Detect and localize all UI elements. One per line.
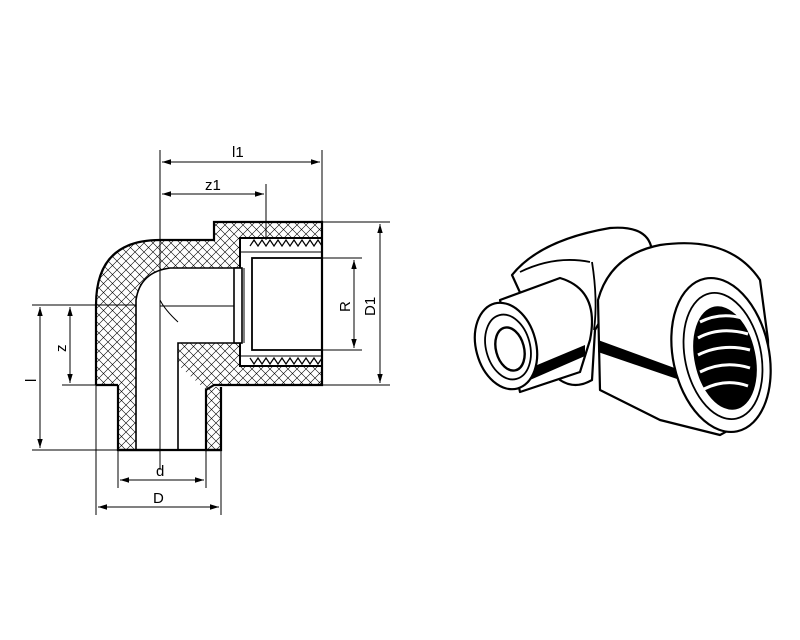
label-z1: z1: [205, 177, 221, 194]
internal-threads: [697, 314, 751, 391]
dimension-lines: [32, 150, 390, 515]
thread-teeth-bottom: [249, 356, 323, 366]
label-D: D: [153, 490, 164, 507]
elbow-isometric-view: [473, 226, 772, 437]
label-z: z: [53, 345, 70, 353]
dimension-labels: l1 z1 D1 R l z d D: [23, 144, 379, 507]
inner-bore: [135, 267, 241, 451]
label-D1: D1: [362, 297, 379, 316]
label-l1: l1: [232, 144, 244, 161]
elbow-cross-section: [94, 160, 324, 470]
label-l: l: [23, 379, 40, 382]
label-d: d: [156, 463, 164, 480]
thread-teeth-top: [249, 238, 323, 248]
label-R: R: [337, 301, 354, 312]
